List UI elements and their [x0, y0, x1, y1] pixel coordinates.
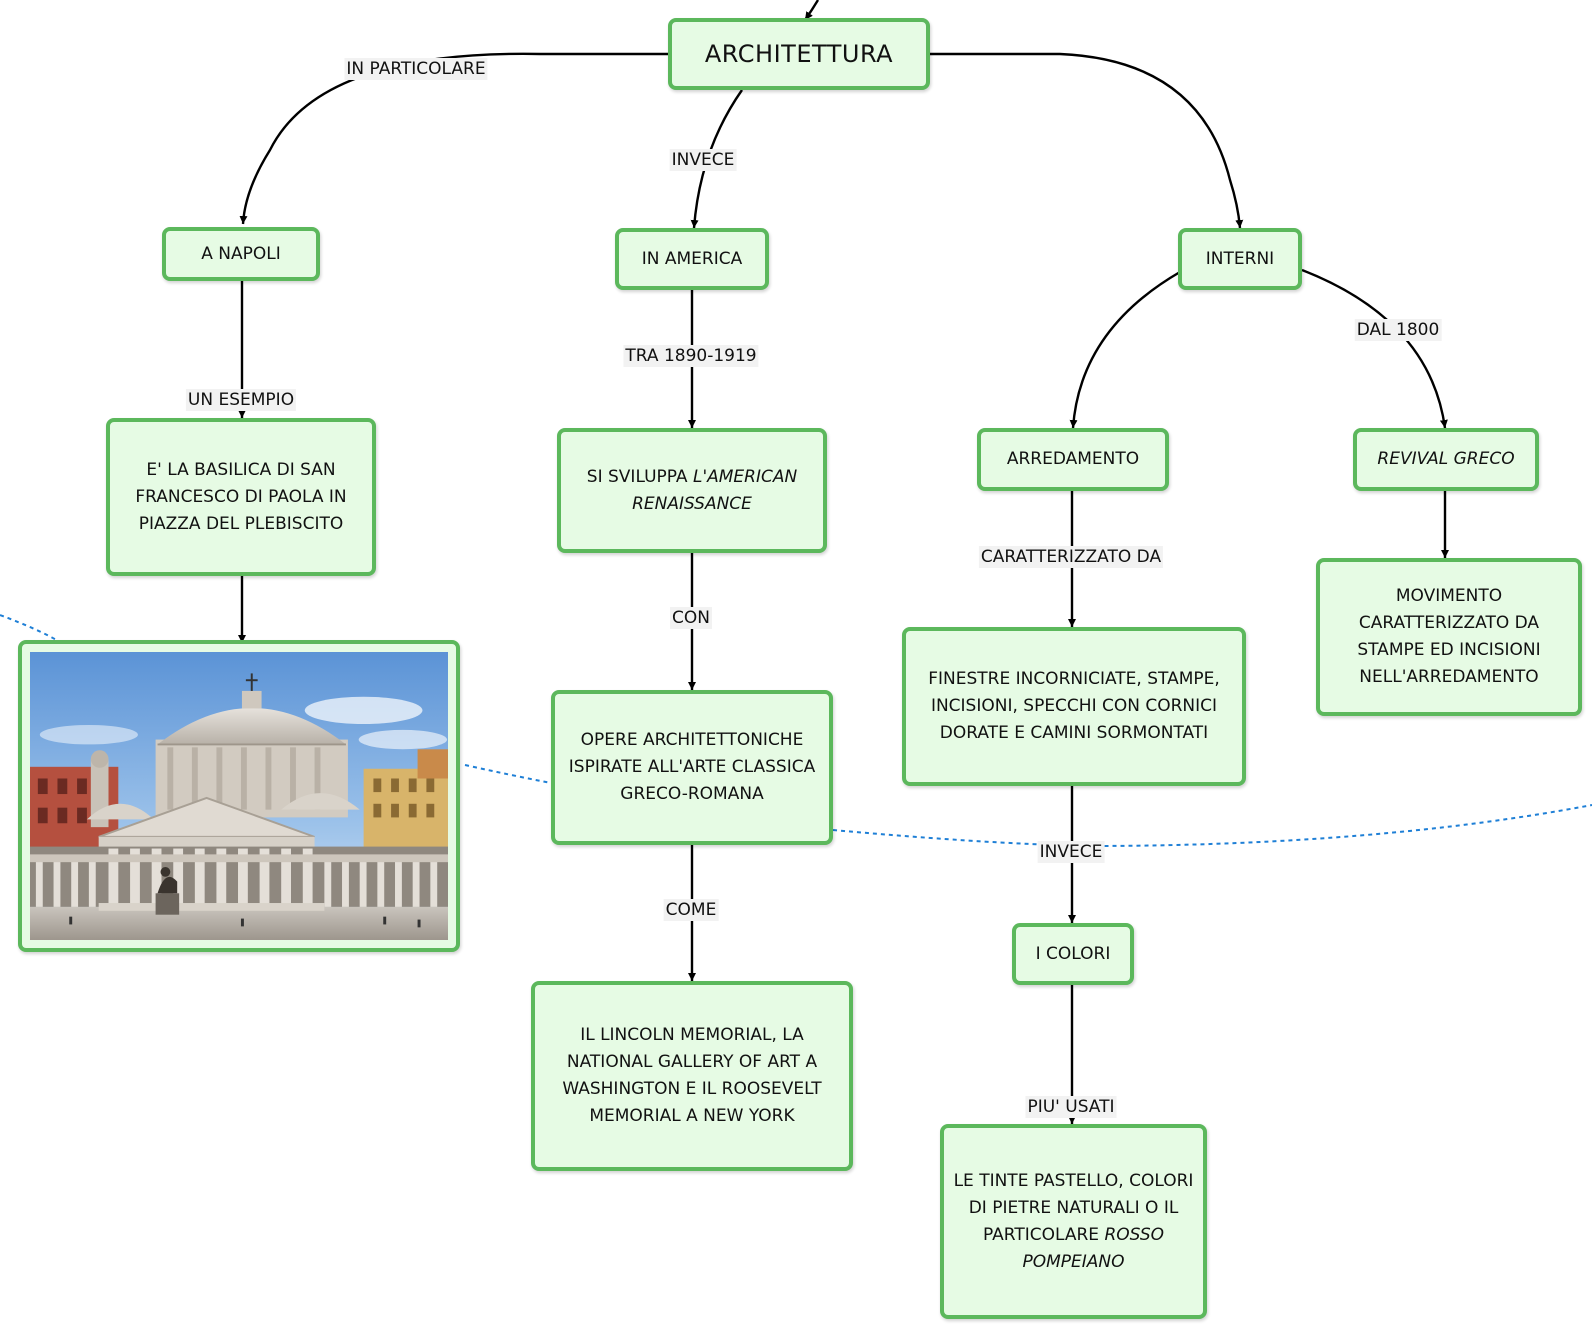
node-american-renaissance-label: SI SVILUPPA L'AMERICAN RENAISSANCE — [569, 464, 815, 518]
node-lincoln-memorial-label: IL LINCOLN MEMORIAL, LA NATIONAL GALLERY… — [562, 1025, 822, 1126]
connector — [804, 0, 820, 21]
node-revival-greco[interactable]: REVIVAL GRECO — [1353, 428, 1539, 491]
node-tinte[interactable]: LE TINTE PASTELLO, COLORI DI PIETRE NATU… — [940, 1124, 1207, 1319]
node-american-renaissance[interactable]: SI SVILUPPA L'AMERICAN RENAISSANCE — [557, 428, 827, 553]
node-in-america-label: IN AMERICA — [641, 248, 743, 269]
node-revival-greco-label: REVIVAL GRECO — [1377, 446, 1514, 473]
node-interni[interactable]: INTERNI — [1178, 228, 1302, 290]
node-tinte-text: LE TINTE PASTELLO, COLORI DI PIETRE NATU… — [953, 1170, 1194, 1245]
link-label-con: CON — [670, 607, 712, 629]
node-finestre[interactable]: FINESTRE INCORNICIATE, STAMPE, INCISIONI… — [902, 627, 1246, 786]
node-arredamento[interactable]: ARREDAMENTO — [977, 428, 1169, 491]
node-interni-label: INTERNI — [1205, 248, 1275, 269]
node-finestre-label: FINESTRE INCORNICIATE, STAMPE, INCISIONI… — [928, 669, 1220, 743]
connector — [930, 52, 1244, 229]
crosslink-dashed — [832, 804, 1592, 848]
link-label-invece: INVECE — [669, 149, 737, 171]
node-i-colori-label: I COLORI — [1035, 943, 1111, 964]
node-architettura[interactable]: ARCHITETTURA — [668, 18, 930, 90]
node-basilica-label: E' LA BASILICA DI SAN FRANCESCO DI PAOLA… — [135, 459, 347, 534]
link-label-invece-colori: INVECE — [1037, 841, 1105, 863]
connector — [239, 52, 670, 225]
connector — [1301, 268, 1448, 429]
crosslink-dashed — [0, 614, 61, 643]
link-label-in-particolare: IN PARTICOLARE — [344, 58, 488, 80]
node-american-renaissance-text: SI SVILUPPA — [586, 466, 693, 487]
node-arredamento-label: ARREDAMENTO — [1006, 449, 1140, 469]
node-opere-label: OPERE ARCHITETTONICHE ISPIRATE ALL'ARTE … — [568, 730, 816, 804]
link-label-tra-1890-1919: TRA 1890-1919 — [623, 345, 759, 367]
node-revival-greco-italic: REVIVAL GRECO — [1377, 449, 1515, 469]
node-american-renaissance-italic: L'AMERICAN RENAISSANCE — [632, 466, 798, 514]
link-label-come: COME — [663, 899, 719, 921]
node-lincoln-memorial[interactable]: IL LINCOLN MEMORIAL, LA NATIONAL GALLERY… — [531, 981, 853, 1171]
node-movimento[interactable]: MOVIMENTO CARATTERIZZATO DA STAMPE ED IN… — [1316, 558, 1582, 716]
node-basilica-photo[interactable] — [18, 640, 460, 952]
link-label-dal-1800: DAL 1800 — [1354, 319, 1442, 341]
node-tinte-label: LE TINTE PASTELLO, COLORI DI PIETRE NATU… — [952, 1168, 1195, 1276]
basilica-photo-image — [30, 652, 448, 940]
node-i-colori[interactable]: I COLORI — [1012, 923, 1134, 985]
link-label-caratterizzato-da: CARATTERIZZATO DA — [978, 546, 1164, 568]
node-tinte-italic: ROSSO POMPEIANO — [1022, 1224, 1165, 1272]
node-architettura-label: ARCHITETTURA — [704, 39, 894, 68]
node-opere[interactable]: OPERE ARCHITETTONICHE ISPIRATE ALL'ARTE … — [551, 690, 833, 845]
node-a-napoli-label: A NAPOLI — [201, 243, 281, 264]
node-basilica[interactable]: E' LA BASILICA DI SAN FRANCESCO DI PAOLA… — [106, 418, 376, 576]
link-label-piu-usati: PIU' USATI — [1025, 1096, 1117, 1118]
crosslink-dashed — [464, 764, 552, 784]
link-label-un-esempio: UN ESEMPIO — [185, 389, 297, 411]
connector — [1069, 270, 1181, 429]
node-in-america[interactable]: IN AMERICA — [615, 228, 769, 290]
node-movimento-label: MOVIMENTO CARATTERIZZATO DA STAMPE ED IN… — [1357, 586, 1541, 687]
node-a-napoli[interactable]: A NAPOLI — [162, 227, 320, 281]
